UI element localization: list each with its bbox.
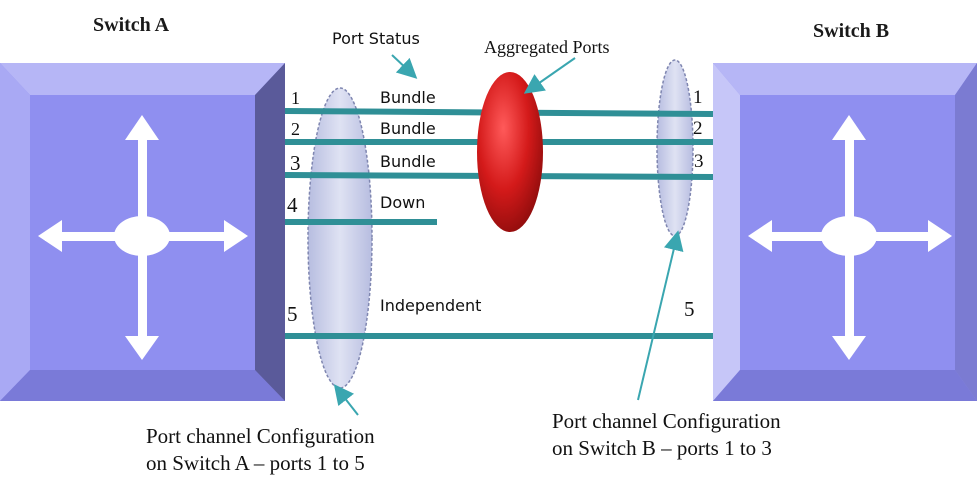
port-status-3: Bundle bbox=[380, 152, 436, 171]
callout-arrows bbox=[333, 54, 684, 416]
port-a-number-3: 3 bbox=[290, 151, 301, 175]
switch-b-caption-line1: Port channel Configuration bbox=[552, 409, 781, 433]
switch-a-port-channel-oval bbox=[307, 87, 373, 389]
switch-b-title: Switch B bbox=[813, 20, 890, 42]
switch-a-caption-line2: on Switch A – ports 1 to 5 bbox=[146, 451, 365, 475]
port-b-number-5: 5 bbox=[684, 297, 695, 321]
aggregated-ports-label: Aggregated Ports bbox=[484, 37, 610, 57]
switch-a-cross-icon bbox=[38, 115, 248, 360]
port-b-number-1: 1 bbox=[693, 87, 703, 108]
switch-b-caption-line2: on Switch B – ports 1 to 3 bbox=[552, 436, 772, 460]
port-a-number-1: 1 bbox=[291, 88, 300, 108]
switch-b-cross-icon bbox=[748, 115, 952, 360]
aggregated-ports-arrow bbox=[523, 57, 576, 94]
switch-a-caption: Port channel Configuration on Switch A –… bbox=[146, 423, 375, 477]
port-status-4: Down bbox=[380, 193, 426, 212]
port-status-arrow bbox=[391, 54, 418, 79]
port-status-5: Independent bbox=[380, 296, 482, 315]
switch-b-caption: Port channel Configuration on Switch B –… bbox=[552, 408, 781, 462]
port-status-1: Bundle bbox=[380, 88, 436, 107]
aggregated-ports-ellipse bbox=[477, 72, 543, 232]
switch-a-caption-line1: Port channel Configuration bbox=[146, 424, 375, 448]
switch-b-caption-arrow bbox=[637, 230, 684, 401]
port-status-2: Bundle bbox=[380, 119, 436, 138]
switch-b-port-channel-oval bbox=[656, 59, 694, 237]
switch-a bbox=[0, 63, 285, 401]
port-status-label: Port Status bbox=[332, 29, 420, 48]
switch-a-caption-arrow bbox=[333, 384, 359, 416]
switch-b bbox=[713, 63, 977, 401]
port-a-number-4: 4 bbox=[287, 193, 298, 217]
switch-a-title: Switch A bbox=[93, 14, 170, 36]
port-a-number-2: 2 bbox=[291, 119, 300, 139]
port-a-number-5: 5 bbox=[287, 302, 298, 326]
port-b-number-2: 2 bbox=[693, 118, 703, 139]
port-b-number-3: 3 bbox=[694, 151, 704, 172]
